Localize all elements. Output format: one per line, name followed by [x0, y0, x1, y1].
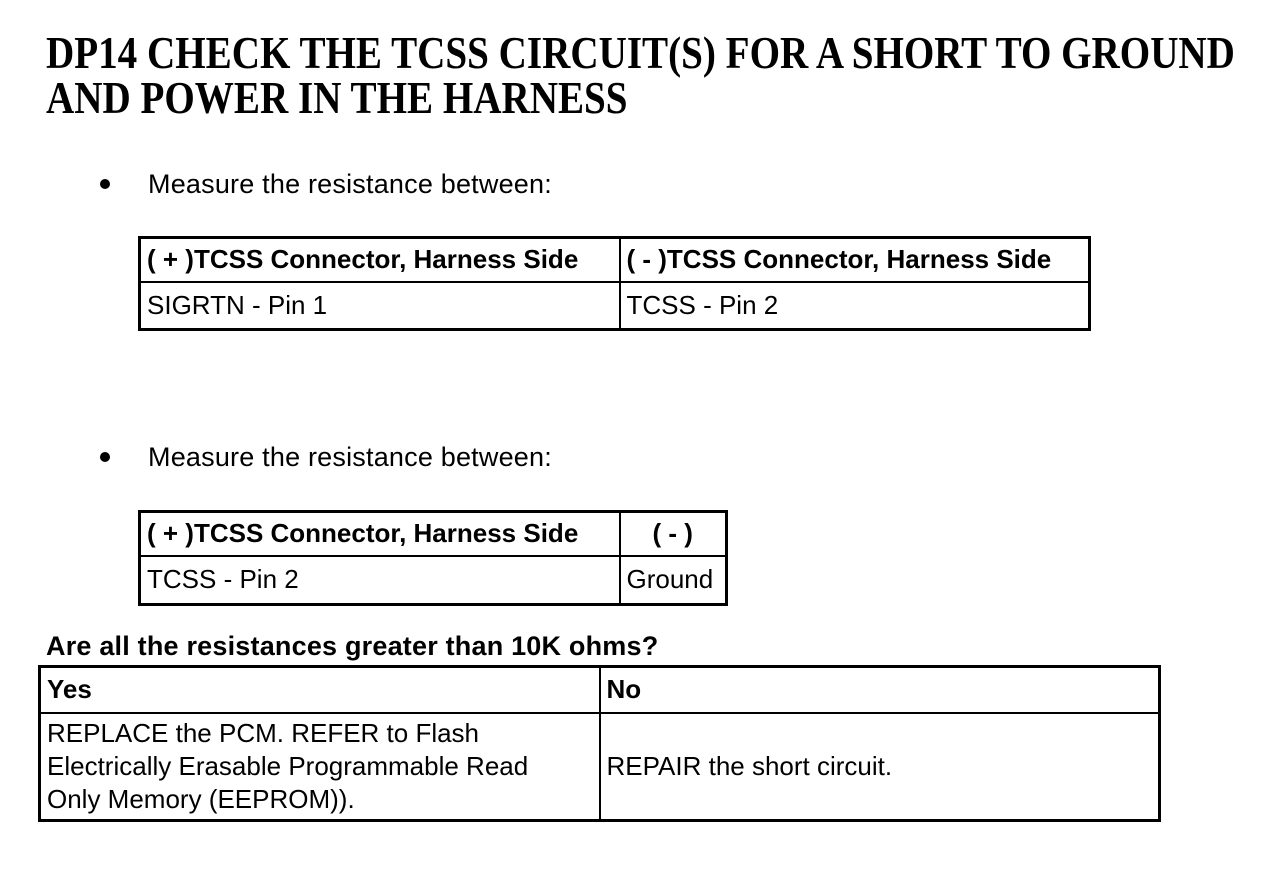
decision-table-cell-yes-action: REPLACE the PCM. REFER to Flash Electric…: [38, 711, 601, 822]
measure-table-1-cell-positive: SIGRTN - Pin 1: [138, 280, 621, 331]
decision-table: Yes No REPLACE the PCM. REFER to Flash E…: [38, 665, 1161, 822]
page-title: DP14 CHECK THE TCSS CIRCUIT(S) FOR A SHO…: [46, 27, 1266, 123]
step-2-instruction: Measure the resistance between:: [148, 442, 552, 472]
measure-table-1: ( + )TCSS Connector, Harness Side ( - )T…: [138, 236, 1091, 331]
measure-table-2-header-positive: ( + )TCSS Connector, Harness Side: [138, 510, 621, 557]
table-header-row: Yes No: [38, 665, 1161, 714]
step-1: Measure the resistance between:: [100, 168, 552, 200]
step-2: Measure the resistance between:: [100, 441, 552, 473]
measure-table-2: ( + )TCSS Connector, Harness Side ( - ) …: [138, 510, 728, 606]
measure-table-2-cell-positive: TCSS - Pin 2: [138, 554, 621, 606]
measure-table-1-header-negative: ( - )TCSS Connector, Harness Side: [618, 236, 1091, 283]
measure-table-1-header-positive: ( + )TCSS Connector, Harness Side: [138, 236, 621, 283]
page-title-line-1: DP14 CHECK THE TCSS CIRCUIT(S) FOR A SHO…: [46, 27, 1235, 78]
bullet-icon: [100, 452, 110, 462]
measure-table-1-cell-negative: TCSS - Pin 2: [618, 280, 1091, 331]
table-header-row: ( + )TCSS Connector, Harness Side ( - ): [138, 510, 728, 557]
table-row: REPLACE the PCM. REFER to Flash Electric…: [38, 711, 1161, 822]
measure-table-2-header-negative: ( - ): [618, 510, 728, 557]
step-1-instruction: Measure the resistance between:: [148, 169, 552, 199]
measure-table-2-cell-negative: Ground: [618, 554, 728, 606]
question-text: Are all the resistances greater than 10K…: [46, 631, 659, 661]
decision-table-header-yes: Yes: [38, 665, 601, 714]
page-title-line-2: AND POWER IN THE HARNESS: [46, 72, 628, 123]
bullet-icon: [100, 179, 110, 189]
decision-table-cell-no-action: REPAIR the short circuit.: [598, 711, 1161, 822]
decision-table-header-no: No: [598, 665, 1161, 714]
table-header-row: ( + )TCSS Connector, Harness Side ( - )T…: [138, 236, 1091, 283]
table-row: TCSS - Pin 2 Ground: [138, 554, 728, 606]
table-row: SIGRTN - Pin 1 TCSS - Pin 2: [138, 280, 1091, 331]
